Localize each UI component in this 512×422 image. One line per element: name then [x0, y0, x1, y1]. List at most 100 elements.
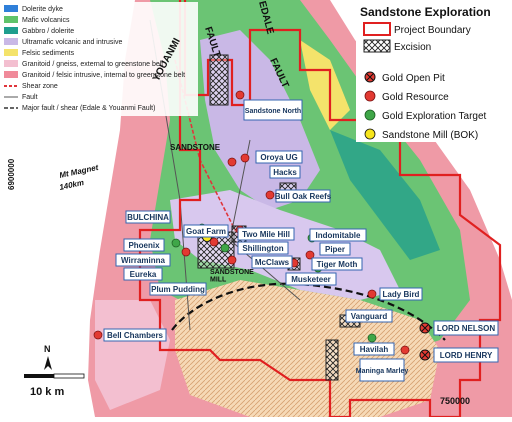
- resource-dot: [367, 289, 377, 299]
- target-dot: [367, 333, 377, 343]
- legend-swatch-felsic: [4, 49, 18, 56]
- legend-label-mafic: Mafic volcanics: [22, 17, 70, 24]
- label-box-musketeer: [285, 272, 337, 286]
- label-box-bull-oak: [275, 189, 331, 203]
- resource-dot: [240, 153, 250, 163]
- gabbro-area: [330, 130, 440, 260]
- northing-label: 6900000: [7, 158, 16, 190]
- legend-label-dolerite: Dolerite dyke: [22, 6, 63, 13]
- key-label-open-pit: Gold Open Pit: [382, 73, 445, 84]
- map-title: Sandstone Exploration: [360, 5, 491, 19]
- mt-magnet-label: Mt Magnet: [59, 163, 100, 180]
- resource-dot: [209, 237, 219, 247]
- north-arrow-icon: [44, 356, 52, 370]
- resource-dot: [305, 250, 315, 260]
- key-label-target: Gold Exploration Target: [382, 111, 487, 122]
- label-box-tiger-moth: [311, 257, 363, 271]
- legend-label-granitoid-internal: Granitoid / felsic intrusive, internal t…: [22, 72, 185, 79]
- scale-label: 10 k m: [30, 386, 64, 398]
- label-phoenix: Phoenix: [128, 241, 160, 250]
- label-piper: Piper: [325, 245, 345, 254]
- label-box-plum-pudding: [149, 282, 207, 296]
- label-oroya: Oroya UG: [260, 153, 297, 162]
- legend-key-panel: [356, 2, 510, 142]
- label-box-two-mile: [237, 227, 295, 241]
- legend-label-felsic: Felsic sediments: [22, 50, 75, 57]
- north-label: N: [44, 344, 51, 354]
- red-dot-icon: [364, 90, 376, 102]
- legend-swatch-dolerite: [4, 5, 18, 12]
- resource-dot: [400, 345, 410, 355]
- geology-legend-panel: [2, 2, 198, 116]
- distance-label: 140km: [59, 178, 85, 192]
- label-bull-oak: Bull Oak Reefs: [275, 192, 332, 201]
- legend-label-shear: Shear zone: [22, 83, 58, 90]
- legend-label-granitoid-external: Granitoid / gneiss, external to greensto…: [22, 61, 163, 68]
- project-boundary: [138, 0, 502, 419]
- label-havilah: Havilah: [360, 345, 389, 354]
- resource-dot: [181, 247, 191, 257]
- legend-label-fault: Fault: [22, 94, 38, 101]
- label-box-bell-chambers: [103, 328, 167, 342]
- resource-dot: [93, 330, 103, 340]
- label-bulchina: BULCHINA: [127, 213, 169, 222]
- label-box-phoenix: [123, 238, 165, 252]
- label-vanguard: Vanguard: [351, 312, 388, 321]
- label-box-indomitable: [309, 228, 367, 242]
- excision-swatch: [363, 39, 391, 53]
- geology-legend: Dolerite dyke Mafic volcanics Gabbro / d…: [2, 2, 198, 116]
- label-lord-nelson: LORD NELSON: [437, 324, 495, 333]
- legend-swatch-ultramafic: [4, 38, 18, 45]
- scale-bar-segment: [53, 373, 85, 379]
- yellow-dot-icon: [364, 128, 376, 140]
- label-box-havilah: [353, 342, 395, 356]
- label-goat-farm: Goat Farm: [186, 227, 226, 236]
- key-label-mill: Sandstone Mill (BOK): [382, 130, 478, 141]
- label-shillington: Shillington: [242, 244, 283, 253]
- label-plum-pudding: Plum Pudding: [151, 285, 205, 294]
- label-wirraminna: Wirraminna: [121, 256, 165, 265]
- label-box-mcclaws: [251, 255, 293, 269]
- label-mcclaws: McClaws: [255, 258, 290, 267]
- excision-north: [209, 54, 229, 106]
- label-box-eureka: [123, 267, 163, 281]
- key-label-resource: Gold Resource: [382, 92, 449, 103]
- legend-key: Sandstone Exploration Project Boundary E…: [356, 2, 510, 142]
- major-fault-line: [171, 282, 446, 341]
- legend-swatch-mafic: [4, 16, 18, 23]
- label-indomitable: Indomitable: [316, 231, 361, 240]
- label-two-mile: Two Mile Hill: [242, 230, 290, 239]
- legend-swatch-gabbro: [4, 27, 18, 34]
- green-dot-icon: [364, 109, 376, 121]
- target-dot: [171, 238, 181, 248]
- resource-dot: [227, 255, 237, 265]
- label-box-hacks: [269, 165, 301, 179]
- label-box-maninga-marley: [359, 358, 405, 382]
- legend-swatch-granitoid-internal: [4, 71, 18, 78]
- resource-dot: [265, 190, 275, 200]
- label-box-bulchina: [125, 210, 171, 224]
- deposit-labels: Sandstone North Oroya UG Hacks Bull Oak …: [103, 99, 499, 382]
- north-arrow: N: [44, 344, 52, 370]
- label-musketeer: Musketeer: [291, 275, 331, 284]
- resource-dot: [235, 90, 245, 100]
- open-pits: [419, 322, 431, 361]
- label-eureka: Eureka: [130, 270, 157, 279]
- granitoid-external-area: [95, 300, 170, 410]
- pit-icon-lord-henry-cross: [421, 351, 429, 359]
- legend-label-major-fault: Major fault / shear (Edale & Youanmi Fau…: [22, 105, 155, 112]
- key-label-excision: Excision: [394, 42, 431, 53]
- label-box-lord-nelson: [433, 320, 499, 336]
- resource-dot: [227, 157, 237, 167]
- legend-label-ultramafic: Ultramafic volcanic and intrusive: [22, 39, 122, 46]
- felsic-sediment-area: [300, 40, 350, 130]
- label-sandstone-north: Sandstone North: [245, 108, 301, 115]
- label-tiger-moth: Tiger Moth: [317, 260, 358, 269]
- label-bell-chambers: Bell Chambers: [107, 331, 164, 340]
- label-box-oroya: [255, 150, 303, 164]
- legend-label-gabbro: Gabbro / dolerite: [22, 28, 74, 35]
- scale-bar: 10 k m: [24, 373, 85, 398]
